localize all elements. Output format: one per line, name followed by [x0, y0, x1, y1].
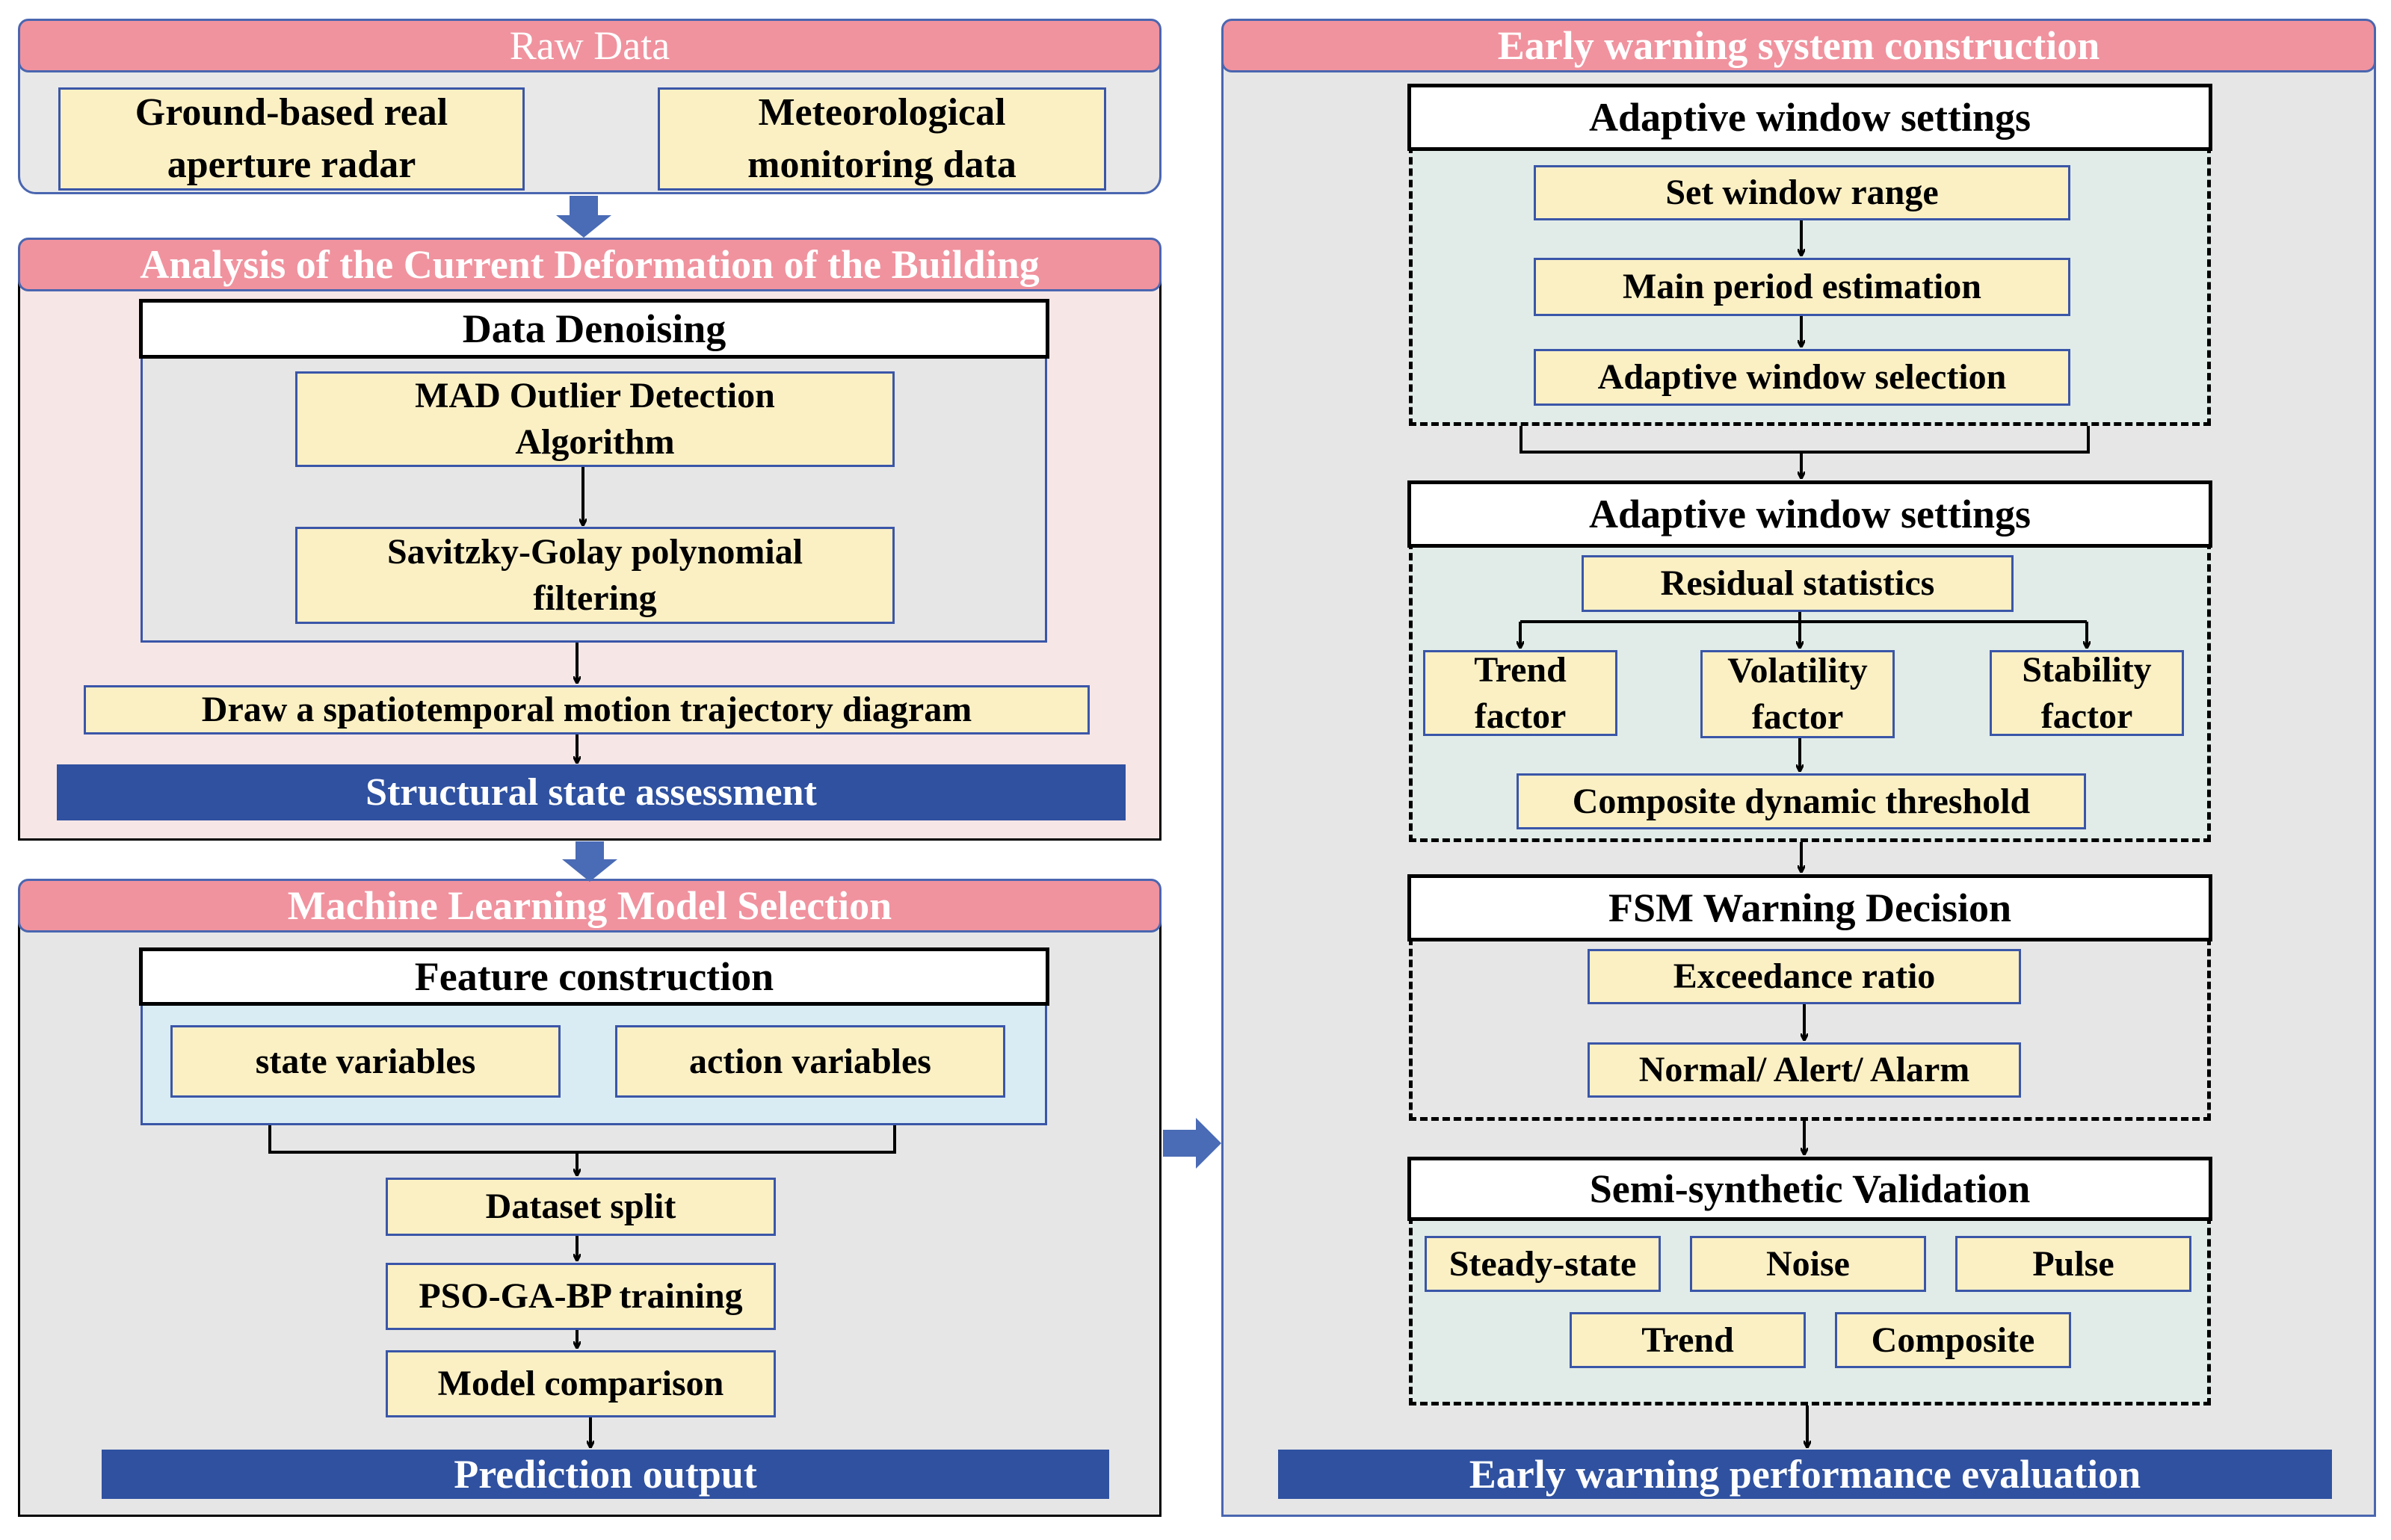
- warning-states-box: Normal/ Alert/ Alarm: [1588, 1042, 2021, 1098]
- structural-assessment-bar: Structural state assessment: [57, 764, 1126, 820]
- feature-title: Feature construction: [139, 947, 1049, 1006]
- pulse-box: Pulse: [1955, 1236, 2191, 1292]
- main-period-box: Main period estimation: [1534, 258, 2070, 316]
- trajectory-box: Draw a spatiotemporal motion trajectory …: [84, 685, 1090, 735]
- prediction-output-bar: Prediction output: [102, 1450, 1109, 1499]
- fsm-title: FSM Warning Decision: [1407, 874, 2212, 941]
- exceedance-ratio-box: Exceedance ratio: [1588, 949, 2021, 1004]
- pso-ga-bp-box: PSO-GA-BP training: [386, 1263, 776, 1330]
- action-variables-box: action variables: [615, 1025, 1005, 1098]
- composite-box: Composite: [1835, 1312, 2071, 1368]
- warning-system-header: Early warning system construction: [1221, 19, 2376, 72]
- residual-statistics-box: Residual statistics: [1582, 555, 2014, 612]
- composite-threshold-box: Composite dynamic threshold: [1517, 773, 2086, 829]
- validation-title: Semi-synthetic Validation: [1407, 1157, 2212, 1221]
- ml-header: Machine Learning Model Selection: [18, 879, 1161, 933]
- trend-box: Trend: [1570, 1312, 1806, 1368]
- block-arrow-analysis-to-ml: [562, 841, 617, 882]
- steady-state-box: Steady-state: [1425, 1236, 1661, 1292]
- ground-radar-box: Ground-based real aperture radar: [58, 87, 525, 191]
- noise-box: Noise: [1690, 1236, 1926, 1292]
- analysis-header: Analysis of the Current Deformation of t…: [18, 238, 1161, 291]
- model-comparison-box: Model comparison: [386, 1350, 776, 1417]
- stability-factor-box: Stability factor: [1990, 650, 2184, 736]
- sg-box: Savitzky-Golay polynomial filtering: [295, 527, 895, 624]
- volatility-factor-box: Volatility factor: [1700, 650, 1895, 738]
- threshold-title: Adaptive window settings: [1407, 480, 2212, 548]
- block-arrow-left-to-right: [1163, 1118, 1221, 1169]
- window-settings-title: Adaptive window settings: [1407, 84, 2212, 151]
- dataset-split-box: Dataset split: [386, 1178, 776, 1236]
- trend-factor-box: Trend factor: [1423, 650, 1617, 736]
- meteorological-box: Meteorological monitoring data: [658, 87, 1106, 191]
- evaluation-bar: Early warning performance evaluation: [1278, 1450, 2332, 1499]
- window-selection-box: Adaptive window selection: [1534, 349, 2070, 406]
- denoise-title: Data Denoising: [139, 299, 1049, 359]
- raw-data-header: Raw Data: [18, 19, 1161, 72]
- block-arrow-raw-to-analysis: [556, 196, 611, 238]
- state-variables-box: state variables: [170, 1025, 561, 1098]
- set-window-range-box: Set window range: [1534, 165, 2070, 220]
- mad-box: MAD Outlier Detection Algorithm: [295, 371, 895, 467]
